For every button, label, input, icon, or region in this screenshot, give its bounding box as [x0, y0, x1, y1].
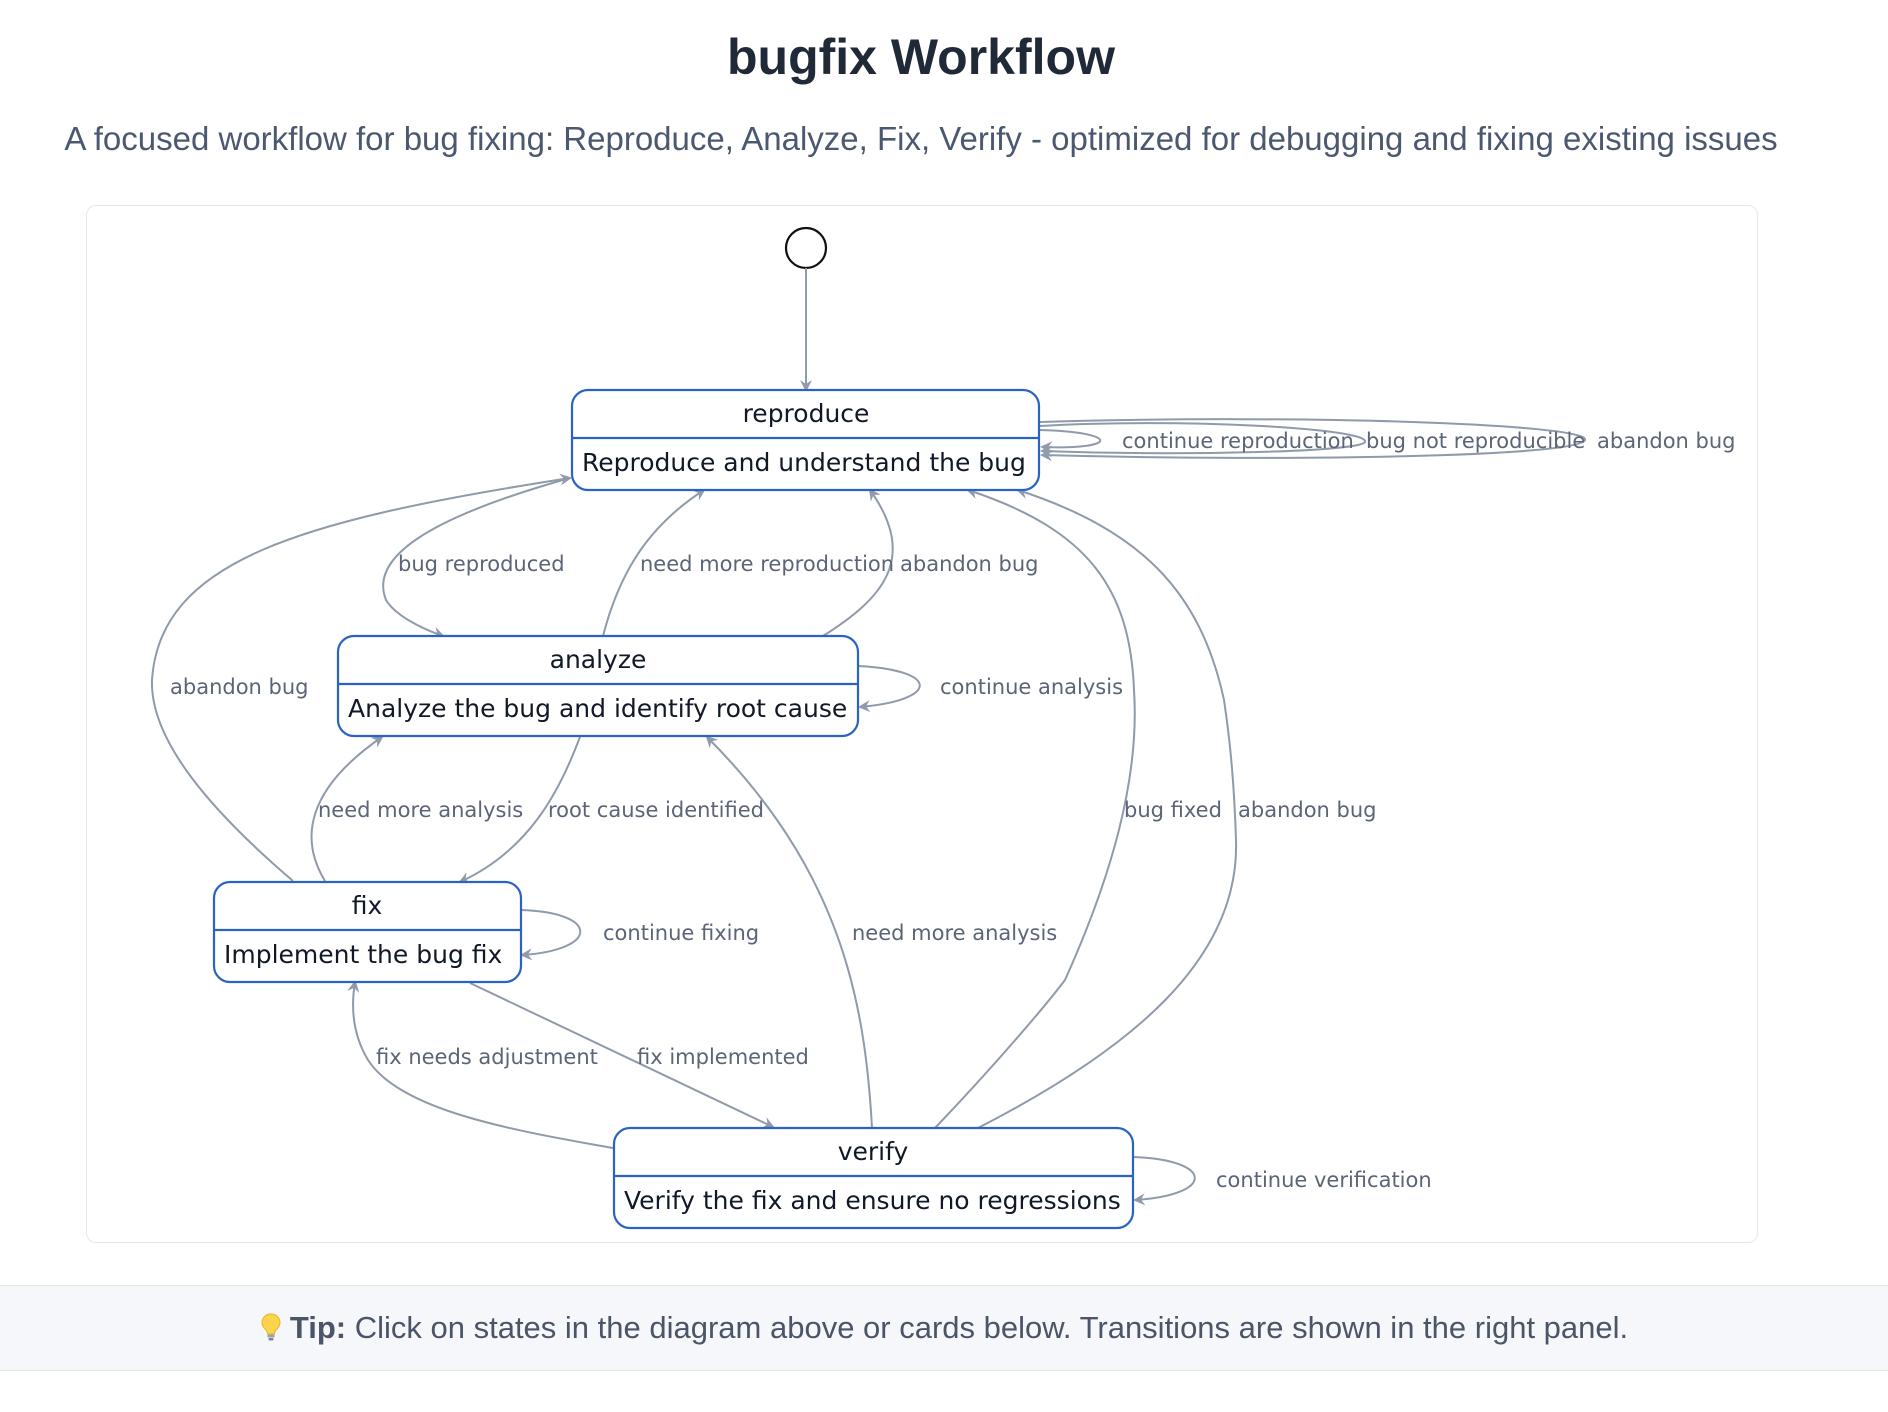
tip-bar: Tip: Click on states in the diagram abov… [0, 1285, 1888, 1371]
state-description: Verify the fix and ensure no regressions [624, 1186, 1121, 1215]
edge-label: abandon bug [170, 675, 309, 699]
state-description: Analyze the bug and identify root cause [348, 694, 847, 723]
edge-analyze-continue [857, 665, 921, 713]
edge-fix-analyze [310, 735, 384, 882]
tip-message: Click on states in the diagram above or … [346, 1310, 1629, 1345]
edge-verify-reproduce-fixed [934, 487, 1136, 1129]
edge-fix-verify [469, 982, 775, 1129]
edge-verify-continue [1132, 1156, 1196, 1206]
edge-label: continue reproduction [1122, 429, 1354, 453]
edge-label: bug not reproducible [1366, 429, 1585, 453]
page-subtitle: A focused workflow for bug fixing: Repro… [64, 120, 1778, 157]
edge-reproduce-continue-reproduction [1039, 429, 1102, 454]
edge-label: fix implemented [637, 1045, 809, 1069]
tip-label: Tip: [289, 1310, 347, 1345]
page-title: bugfix Workflow [727, 29, 1115, 85]
state-name: fix [352, 891, 383, 920]
edge-reproduce-analyze [382, 477, 571, 639]
edge-label: abandon bug [1238, 798, 1377, 822]
edge-label: abandon bug [900, 552, 1039, 576]
state-verify[interactable]: verify Verify the fix and ensure no regr… [612, 1126, 1135, 1230]
edge-label: continue verification [1216, 1168, 1432, 1192]
edge-reproduce-bug-not-reproducible [1039, 422, 1367, 458]
edge-analyze-fix [458, 736, 581, 884]
state-analyze[interactable]: analyze Analyze the bug and identify roo… [336, 634, 860, 738]
edge-analyze-reproduce-more [602, 488, 706, 637]
edge-reproduce-abandon-bug [1039, 418, 1587, 462]
state-fix[interactable]: fix Implement the bug fix [212, 880, 523, 984]
edge-label: continue analysis [940, 675, 1123, 699]
lightbulb-icon [261, 1313, 281, 1341]
state-name: reproduce [743, 399, 870, 428]
edge-label: fix needs adjustment [376, 1045, 598, 1069]
state-description: Reproduce and understand the bug [582, 448, 1026, 477]
state-name: analyze [550, 645, 647, 674]
state-name: verify [838, 1137, 909, 1166]
edge-fix-reproduce-abandon [150, 473, 572, 882]
edge-label: need more reproduction [640, 552, 894, 576]
edge-label: need more analysis [852, 921, 1057, 945]
state-description: Implement the bug fix [224, 940, 502, 969]
edge-label: bug fixed [1124, 798, 1222, 822]
edge-verify-reproduce-abandon [977, 487, 1238, 1129]
edge-verify-analyze [705, 735, 873, 1129]
edge-fix-continue [519, 909, 582, 961]
edge-verify-fix [347, 980, 614, 1149]
edge-analyze-reproduce-abandon [822, 488, 894, 637]
edge-label: continue fixing [603, 921, 759, 945]
tip-text: Tip: Click on states in the diagram abov… [0, 1310, 1888, 1346]
edge-label: bug reproduced [398, 552, 565, 576]
edge-label: abandon bug [1597, 429, 1736, 453]
start-node [784, 226, 828, 270]
edge-label: need more analysis [318, 798, 523, 822]
edge-label: root cause identified [548, 798, 764, 822]
state-reproduce[interactable]: reproduce Reproduce and understand the b… [570, 388, 1041, 492]
